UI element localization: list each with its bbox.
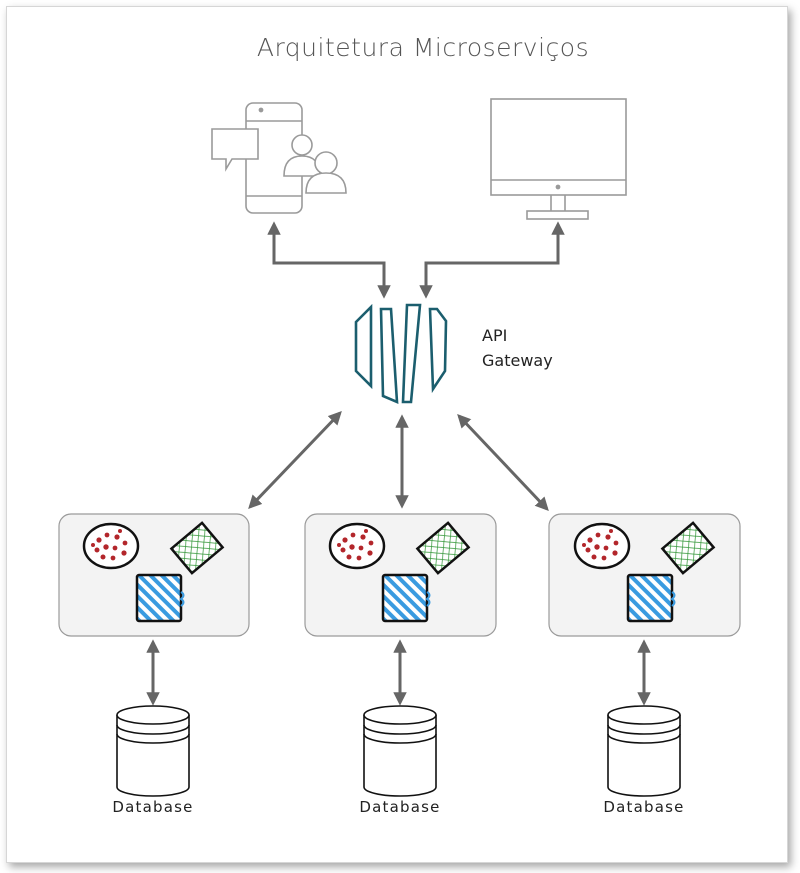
- api-gateway-label: API Gateway: [482, 323, 553, 373]
- service-box-2: [304, 513, 497, 637]
- database-label-2: Database: [359, 798, 441, 816]
- api-gateway-label-line2: Gateway: [482, 351, 553, 370]
- diagram-title: Arquitetura Microserviços: [256, 33, 590, 62]
- database-label-1: Database: [112, 798, 194, 816]
- gateway-service-3-arrow: [457, 414, 549, 511]
- desktop-gateway-arrow: [419, 221, 565, 299]
- database-icon-3: [607, 705, 681, 797]
- mobile-gateway-arrow: [267, 221, 391, 299]
- database-icon-1: [116, 705, 190, 797]
- database-label-3: Database: [603, 798, 685, 816]
- gateway-service-1-arrow: [248, 411, 342, 509]
- api-gateway-label-line1: API: [482, 326, 508, 345]
- api-gateway-icon: [354, 303, 448, 405]
- service-box-3: [548, 513, 741, 637]
- database-icon-2: [363, 705, 437, 797]
- mobile-users-icon: [211, 102, 347, 214]
- desktop-monitor-icon: [490, 98, 627, 220]
- service-box-1: [58, 513, 250, 637]
